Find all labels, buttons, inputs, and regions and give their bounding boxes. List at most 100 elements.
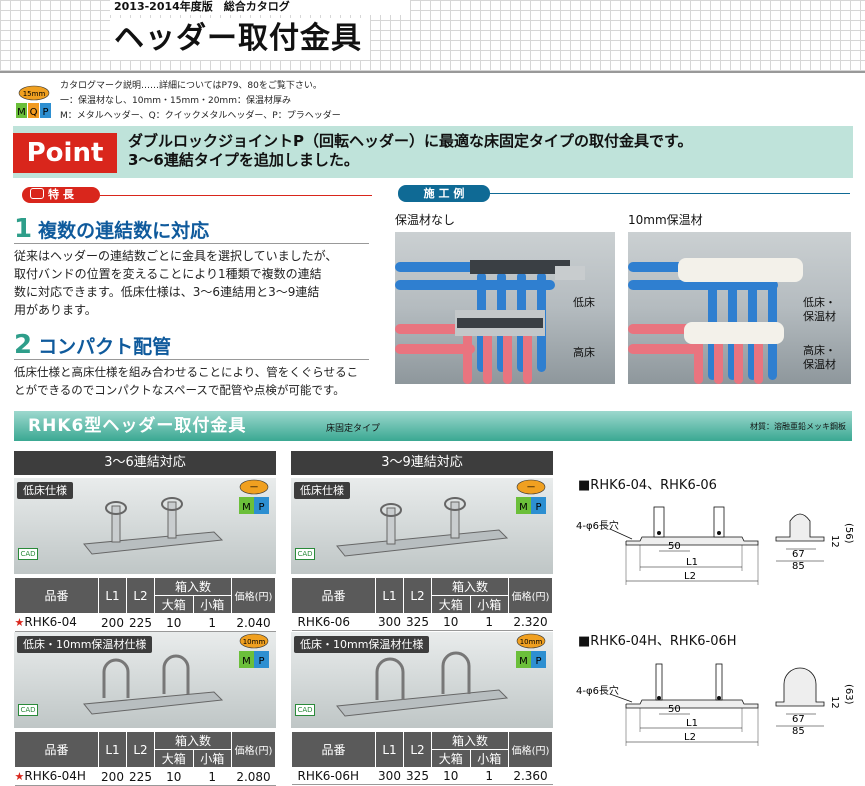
callout-low: 低床 <box>573 296 595 309</box>
cad-icon[interactable]: CAD <box>18 548 38 560</box>
th-box: 箱入数 <box>431 731 509 750</box>
spec-badge: 低床・10mm保温材仕様 <box>17 636 153 653</box>
cell-l1: 300 <box>375 613 404 631</box>
th-l1: L1 <box>98 577 127 614</box>
example-tag: 施 工 例 <box>398 185 490 202</box>
point-band <box>13 126 853 178</box>
th-l1: L1 <box>375 731 404 768</box>
mark-box: 一 M P <box>238 478 270 516</box>
cell-small: 1 <box>470 767 509 785</box>
th-big: 大箱 <box>431 749 471 768</box>
point-line-2: 3～6連結タイプを追加しました。 <box>128 151 359 169</box>
bracket-illustration <box>83 654 224 715</box>
svg-text:L2: L2 <box>684 571 696 582</box>
th-code: 品番 <box>14 577 99 614</box>
point-label: Point <box>13 133 117 173</box>
point-text: ダブルロックジョイントP（回転ヘッダー）に最適な床固定タイプの取付金具です。 3… <box>128 132 693 170</box>
th-price: 価格(円) <box>508 577 553 614</box>
feature-underline <box>14 359 369 360</box>
th-big: 大箱 <box>154 749 194 768</box>
point-line-1: ダブルロックジョイントP（回転ヘッダー）に最適な床固定タイプの取付金具です。 <box>128 132 693 150</box>
cell-big: 10 <box>431 767 470 785</box>
callout-high-insulated: 高床・ 保温材 <box>803 344 836 371</box>
spec-badge: 低床・10mm保温材仕様 <box>294 636 430 653</box>
th-l1: L1 <box>98 731 127 768</box>
feature-text-line: 従来はヘッダーの連結数ごとに金具を選択していましたが、 <box>14 249 338 263</box>
svg-text:L1: L1 <box>686 718 698 729</box>
cell-code: RHK6-06H <box>297 769 360 783</box>
features-rule <box>100 195 372 196</box>
product-image-RHK6-04H: 低床・10mm保温材仕様 10mm M P CAD <box>14 632 276 728</box>
svg-text:50: 50 <box>668 704 681 715</box>
svg-text:4-φ6長穴: 4-φ6長穴 <box>576 519 619 532</box>
cell-big: 10 <box>154 613 193 632</box>
catalog-mark-icon: 15mm M Q P <box>16 85 51 118</box>
svg-text:一: 一 <box>250 483 258 492</box>
th-big: 大箱 <box>431 595 471 614</box>
svg-text:4-φ6長穴: 4-φ6長穴 <box>576 684 619 697</box>
th-box: 箱入数 <box>154 731 232 750</box>
svg-text:L1: L1 <box>686 557 698 568</box>
legend-text: カタログマーク説明……詳細についてはP79、80をご覧下さい。 一：保温材なし、… <box>60 79 341 124</box>
svg-text:85: 85 <box>792 726 805 737</box>
section-title: RHK6型ヘッダー取付金具 <box>28 416 247 436</box>
feature-number: 1 <box>14 214 33 244</box>
column-head-3-9: 3～9連結対応 <box>291 451 553 475</box>
svg-text:(63): (63) <box>843 684 854 705</box>
drawing-title-2: ■RHK6-04H、RHK6-06H <box>578 634 737 649</box>
svg-text:P: P <box>535 502 541 513</box>
cad-icon[interactable]: CAD <box>295 548 315 560</box>
svg-text:M: M <box>519 656 528 667</box>
dimension-drawing-2: 4-φ6長穴 50 L1 L2 67 85 12 (63) <box>576 663 854 746</box>
th-price: 価格(円) <box>231 577 276 614</box>
example-photo-10mm-insulation: 低床・ 保温材 高床・ 保温材 <box>628 232 851 384</box>
cell-l1: 200 <box>98 767 127 786</box>
product-image-RHK6-06H: 低床・10mm保温材仕様 10mm M P CAD <box>291 632 553 728</box>
th-small: 小箱 <box>469 595 509 614</box>
example-left-label: 保温材なし <box>395 213 456 227</box>
cell-price: 2.080 <box>231 767 276 786</box>
header-divider <box>0 71 865 73</box>
cell-l1: 300 <box>375 767 404 785</box>
th-l1: L1 <box>375 577 404 614</box>
cell-l2: 225 <box>126 767 155 786</box>
feature-text-line: とができるのでコンパクトなスペースで配管や点検が可能です。 <box>14 383 345 397</box>
new-star-icon: ★ <box>14 616 25 629</box>
cell-code: RHK6-04H <box>24 769 86 783</box>
svg-text:12: 12 <box>829 696 840 709</box>
svg-text:12: 12 <box>829 535 840 548</box>
svg-text:L2: L2 <box>684 732 696 743</box>
catalog-mark-legend: 15mm M Q P <box>14 84 54 124</box>
svg-text:M: M <box>17 107 26 118</box>
callout-low-insulated: 低床・ 保温材 <box>803 296 836 323</box>
th-l2: L2 <box>126 731 155 768</box>
section-band <box>14 411 852 441</box>
feature-title: 複数の連結数に対応 <box>38 220 210 242</box>
th-price: 価格(円) <box>508 731 553 768</box>
catalog-mark-icon: 10mm M P <box>516 633 546 668</box>
th-big: 大箱 <box>154 595 194 614</box>
th-code: 品番 <box>291 731 376 768</box>
mark-box: 一 M P <box>515 478 547 516</box>
legend-line: カタログマーク説明……詳細についてはP79、80をご覧下さい。 <box>60 81 322 91</box>
bracket-illustration <box>336 651 509 717</box>
th-small: 小箱 <box>192 595 232 614</box>
features-tag-label: 特 長 <box>48 188 74 201</box>
cad-icon[interactable]: CAD <box>18 704 38 716</box>
svg-text:P: P <box>258 656 264 667</box>
svg-text:10mm: 10mm <box>243 638 266 646</box>
cell-small: 1 <box>193 767 232 786</box>
catalog-mark-icon: 一 M P <box>239 479 269 514</box>
new-star-icon: ★ <box>14 770 25 783</box>
example-right-label: 10mm保温材 <box>628 213 703 227</box>
th-code: 品番 <box>14 731 99 768</box>
cell-price: 2.040 <box>231 613 276 632</box>
svg-text:M: M <box>519 502 528 513</box>
cad-icon[interactable]: CAD <box>295 704 315 716</box>
bracket-illustration <box>336 497 509 557</box>
